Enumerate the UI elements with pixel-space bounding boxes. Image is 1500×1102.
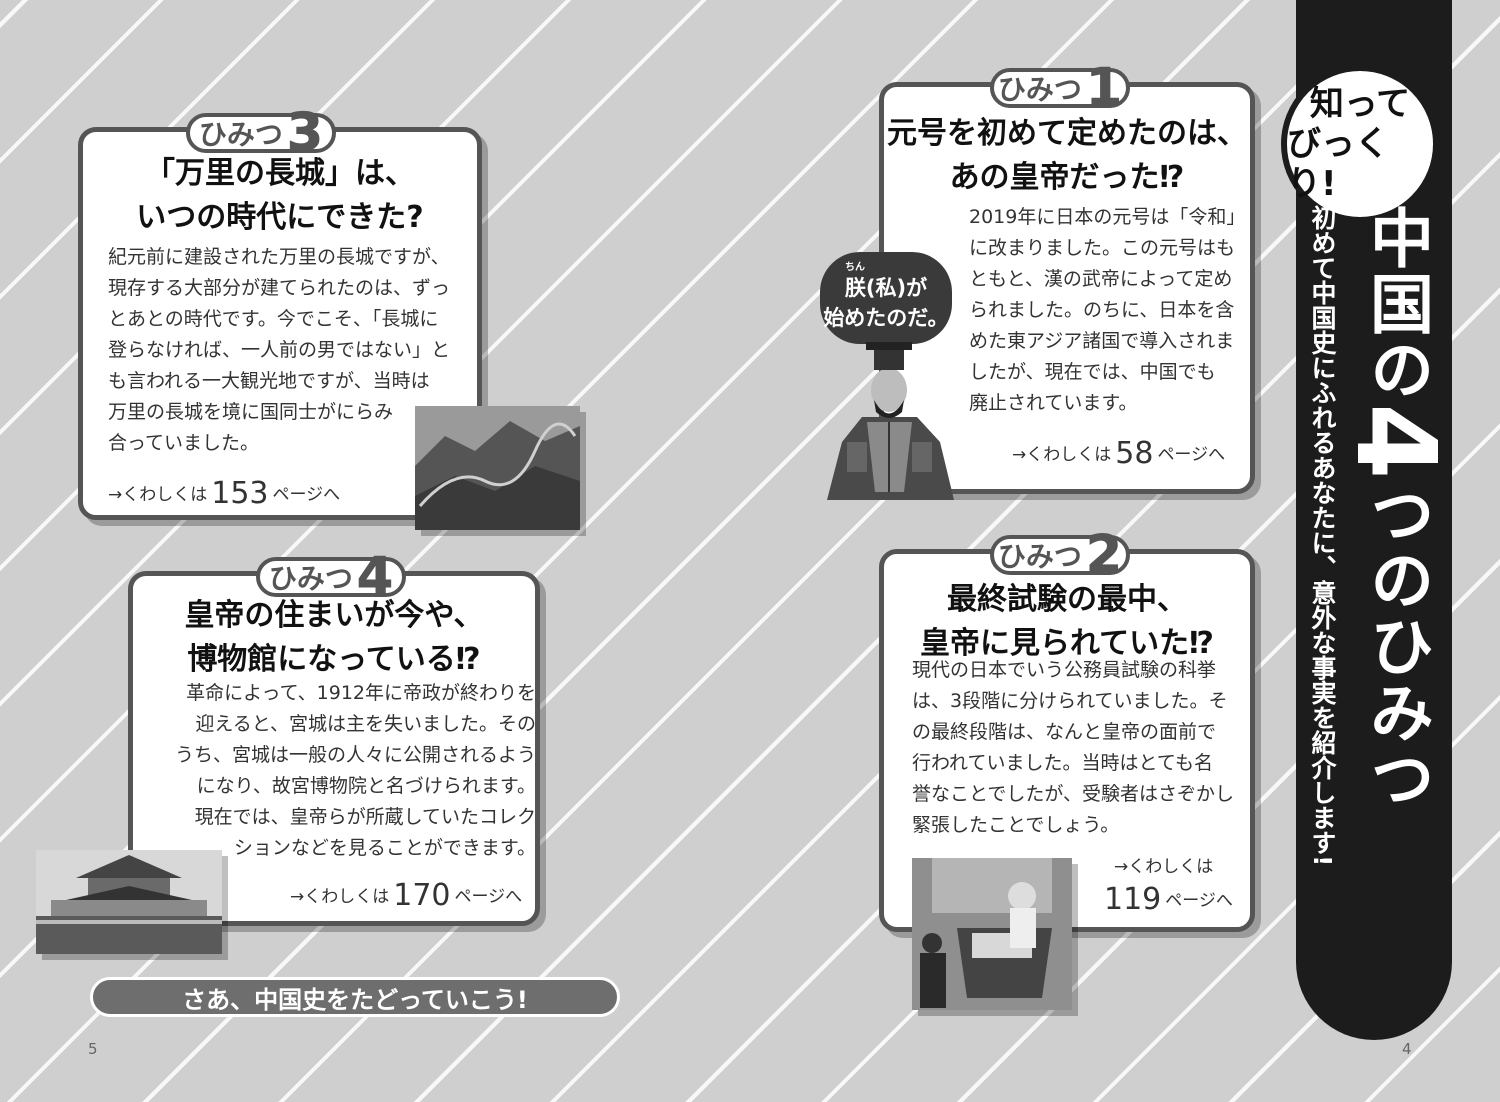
himitsu-2-tab-label: ひみつ	[997, 540, 1082, 573]
great-wall-photo	[415, 406, 580, 530]
page-number-right: 4	[1402, 1040, 1412, 1058]
emperor-speech-bubble: ちん 朕(私)が 始めたのだ。	[820, 252, 952, 344]
ref-prefix: →くわしくは	[1012, 445, 1112, 465]
ref-prefix: →くわしくは	[1114, 857, 1214, 877]
himitsu-3-title: 「万里の長城」は、 いつの時代にできた?	[136, 156, 424, 235]
banner-title-a: 中国の	[1359, 205, 1433, 403]
surprise-badge: 知って びっくり!	[1281, 65, 1439, 223]
ref-suffix: ページへ	[1157, 445, 1226, 465]
himitsu-2-title: 最終試験の最中、 皇帝に見られていた⁉	[920, 582, 1214, 661]
himitsu-4-body: 革命によって、1912年に帝政が終わりを 迎えると、宮城は主を失いました。その …	[174, 682, 536, 859]
himitsu-4-tab-label: ひみつ	[268, 562, 353, 595]
himitsu-4-title: 皇帝の住まいが今や、 博物館になっている⁉	[184, 598, 484, 677]
bubble-line-2: 始めたのだ。	[823, 306, 949, 330]
ref-prefix: →くわしくは	[290, 887, 390, 907]
ref-page-number: 119	[1104, 882, 1162, 917]
himitsu-2-page-ref-line1: →くわしくは	[1114, 852, 1213, 877]
ref-page-number: 153	[211, 476, 269, 511]
banner-title-number: 4	[1332, 403, 1460, 482]
himitsu-4-tab-number: 4	[356, 547, 394, 607]
himitsu-2-tab-number: 2	[1085, 525, 1123, 585]
footer-banner: さあ、中国史をたどっていこう!	[90, 977, 620, 1017]
bubble-line-1: 朕(私)が	[844, 276, 928, 300]
himitsu-1-title: 元号を初めて定めたのは、 あの皇帝だった⁉	[887, 116, 1247, 195]
ref-page-number: 58	[1115, 436, 1154, 471]
himitsu-3-body: 紀元前に建設された万里の長城ですが、 現存する大部分が建てられたのは、ずっ とあ…	[108, 246, 451, 454]
himitsu-1-body: 2019年に日本の元号は「令和」 に改まりました。この元号はも ともと、漢の武帝…	[969, 206, 1246, 414]
himitsu-1-tab-number: 1	[1085, 58, 1123, 118]
ref-suffix: ページへ	[454, 887, 523, 907]
ref-page-number: 170	[393, 878, 451, 913]
himitsu-3-tab-label: ひみつ	[198, 118, 283, 151]
banner-title: 中国の4つのひみつ	[1332, 205, 1460, 812]
himitsu-1-tab-label: ひみつ	[997, 73, 1082, 106]
ref-prefix: →くわしくは	[108, 485, 208, 505]
page-number-left: 5	[88, 1040, 98, 1058]
banner-title-c: つのひみつ	[1359, 481, 1433, 812]
himitsu-3-tab-number: 3	[286, 103, 324, 163]
forbidden-city-photo	[36, 850, 222, 954]
ref-suffix: ページへ	[272, 485, 341, 505]
himitsu-2-body: 現代の日本でいう公務員試験の科挙 は、3段階に分けられていました。そ の最終段階…	[912, 659, 1235, 836]
badge-line-1: 知って	[1309, 84, 1411, 124]
bubble-ruby: ちん	[845, 262, 865, 273]
himitsu-3-card	[78, 127, 482, 520]
badge-line-2: びっくり!	[1287, 124, 1389, 204]
imperial-exam-painting	[912, 858, 1072, 1010]
ref-suffix: ページへ	[1165, 891, 1233, 911]
banner-subtitle: 初めて中国史にふれるあなたに、意外な事実を紹介します!	[1308, 205, 1337, 867]
emperor-illustration	[827, 342, 954, 500]
